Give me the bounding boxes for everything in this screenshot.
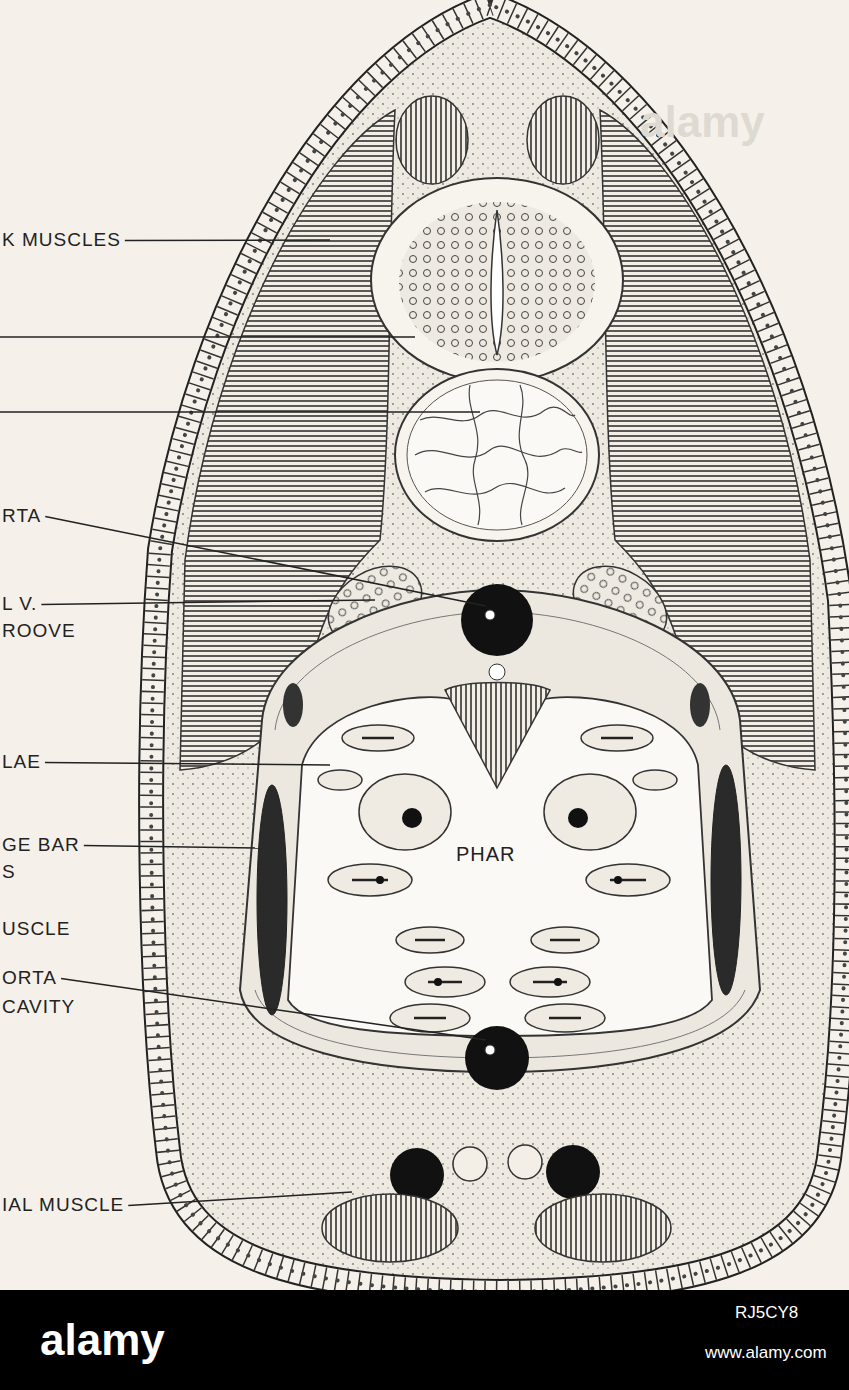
leader-line: [84, 845, 262, 848]
part-label: GE BAR: [2, 835, 80, 856]
part-label: L V.: [2, 594, 37, 615]
leader-line: [45, 516, 486, 606]
part-label: ORTA: [2, 968, 57, 989]
watermark-url: www.alamy.com: [705, 1344, 827, 1363]
leader-line: [45, 762, 330, 765]
watermark-logo: alamy: [40, 1316, 165, 1364]
part-label: IAL MUSCLE: [2, 1195, 124, 1216]
watermark: alamy: [640, 98, 765, 146]
cavity-label: PHAR: [456, 843, 516, 865]
leader-line: [128, 1192, 352, 1205]
leader-line: [61, 978, 486, 1040]
part-label: ROOVE: [2, 621, 76, 642]
image-id: RJ5CY8: [735, 1304, 798, 1323]
leader-line: [41, 600, 375, 604]
part-label: LAE: [2, 752, 41, 773]
part-label: RTA: [2, 506, 41, 527]
leader-line: [125, 239, 330, 241]
part-label: K MUSCLES: [2, 230, 121, 251]
part-label: S: [2, 862, 16, 883]
part-label: USCLE: [2, 919, 70, 940]
part-label: CAVITY: [2, 997, 75, 1018]
